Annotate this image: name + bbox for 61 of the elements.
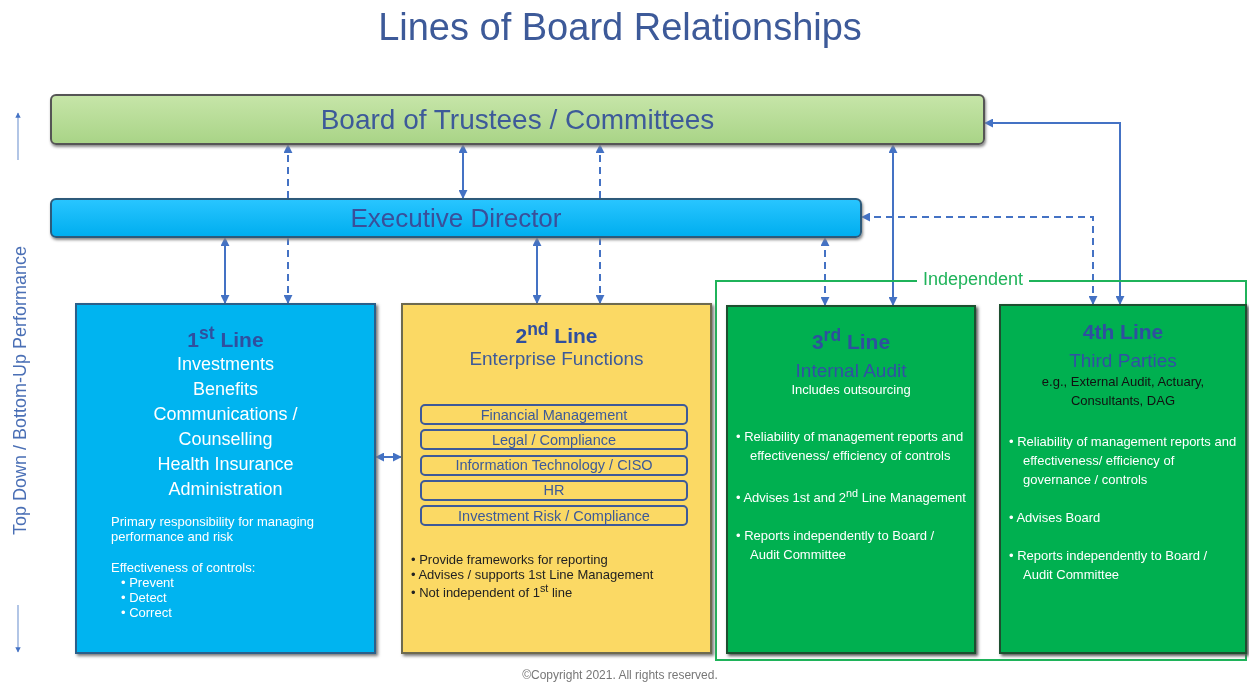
function-name: HR xyxy=(543,482,565,499)
connector-arrow xyxy=(283,144,293,199)
card-heading: 4th Line xyxy=(1082,320,1164,344)
connector-arrow xyxy=(375,452,402,462)
bullet-item: • Not independent of 1$^{st}$ line xyxy=(411,582,574,601)
bullet-item: • Reports independently to Board / Audit Committee xyxy=(1009,547,1209,584)
function-box xyxy=(420,479,688,501)
connector-arrow xyxy=(820,237,830,306)
bullet-item: • Correct xyxy=(121,605,173,620)
copyright-text: ©Copyright 2021. All rights reserved. xyxy=(521,668,719,682)
function-name: Information Technology / CISO xyxy=(455,457,653,474)
connector-arrow xyxy=(595,144,605,199)
function-name: Legal / Compliance xyxy=(491,431,617,448)
bullet-item: • Provide frameworks for reporting xyxy=(411,552,609,567)
bullet-item: • Detect xyxy=(121,590,168,605)
connector-arrow xyxy=(220,237,230,304)
card-heading: 2$^{nd}$ Line xyxy=(515,319,598,348)
card-subtitle: Enterprise Functions xyxy=(469,348,644,370)
card-heading: 1$^{st}$ Line xyxy=(187,323,264,352)
board-bar xyxy=(50,94,985,145)
card-note: Includes outsourcing xyxy=(791,382,911,397)
function-item: Benefits xyxy=(192,378,258,401)
function-box xyxy=(420,454,688,476)
card-subtitle: Third Parties xyxy=(1069,350,1177,372)
function-name: Financial Management xyxy=(480,406,628,423)
bar-title: Executive Director xyxy=(350,202,562,234)
connector-arrow xyxy=(458,144,468,199)
function-box xyxy=(420,404,688,425)
function-item: Communications / Counselling xyxy=(152,403,299,451)
description-text: Effectiveness of controls: xyxy=(110,560,257,575)
bullet-item: • Advises 1st and 2$^{nd}$ Line Management xyxy=(736,486,966,508)
bar-title: Board of Trustees / Committees xyxy=(320,103,715,136)
function-item: Investments xyxy=(176,353,274,376)
connector-arrow xyxy=(888,144,898,306)
function-item: Health Insurance Administration xyxy=(156,453,295,501)
bullet-item: • Advises / supports 1st Line Management xyxy=(411,567,655,582)
function-box xyxy=(420,505,688,527)
frame-label: Independent xyxy=(917,269,1030,290)
function-box xyxy=(420,429,688,451)
description-text: Primary responsibility for managing performance and risk xyxy=(110,514,316,544)
line-card xyxy=(726,305,976,654)
bullet-item: • Reliability of management reports and effectiveness/ efficiency of controls xyxy=(736,428,965,465)
bullet-item: • Advises Board xyxy=(1009,509,1102,527)
line-card xyxy=(75,303,376,654)
axis-label: Top Down / Bottom-Up Performance xyxy=(9,244,31,538)
connector-arrow xyxy=(984,118,1125,305)
connector-arrow xyxy=(861,212,1098,305)
executive-bar xyxy=(50,198,862,238)
connector-arrow xyxy=(532,237,542,304)
bullet-item: • Prevent xyxy=(121,575,175,590)
connector-arrow xyxy=(595,237,605,304)
line-card xyxy=(401,303,712,654)
line-card xyxy=(999,304,1247,654)
connector-arrow xyxy=(283,237,293,304)
card-heading: 3$^{rd}$ Line xyxy=(811,325,891,354)
function-name: Investment Risk / Compliance xyxy=(458,507,650,524)
bullet-item: • Reports independently to Board / Audit Committee xyxy=(736,527,936,565)
card-subtitle: Internal Audit xyxy=(795,360,907,382)
bullet-item: • Reliability of management reports and effectiveness/ efficiency of governance / controls xyxy=(1009,433,1237,489)
card-note: e.g., External Audit, Actuary, Consultants, DAG xyxy=(1040,373,1206,410)
diagram-title: Lines of Board Relationships xyxy=(377,6,863,49)
